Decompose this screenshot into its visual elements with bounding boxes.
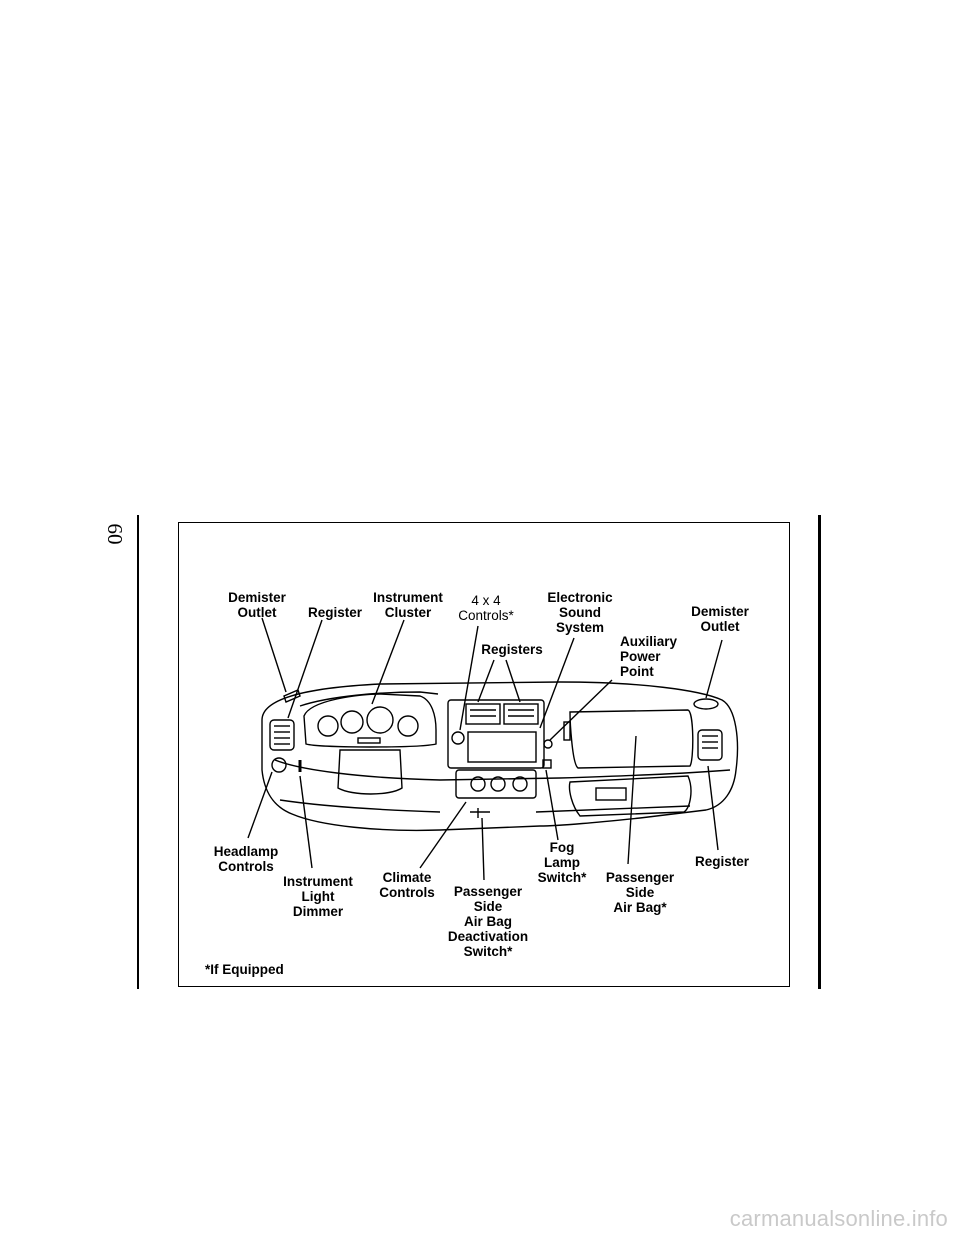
glove-box xyxy=(568,775,692,817)
label-auxiliary-power-point: Auxiliary Power Point xyxy=(620,634,678,679)
label-4x4-controls: 4 x 4 Controls* xyxy=(458,593,514,623)
right-margin-rule xyxy=(818,515,821,989)
label-fog-lamp-switch: Fog Lamp Switch* xyxy=(537,840,587,885)
left-register xyxy=(269,689,301,751)
steering-column xyxy=(337,749,403,795)
glove-box-latch xyxy=(595,787,627,801)
label-register-right: Register xyxy=(694,854,750,869)
passenger-air-bag-door xyxy=(569,709,694,769)
right-register xyxy=(693,698,723,761)
label-demister-outlet-left: Demister Outlet xyxy=(228,590,286,620)
left-margin-rule xyxy=(137,515,139,989)
label-climate-controls: Climate Controls xyxy=(379,870,435,900)
label-headlamp-controls: Headlamp Controls xyxy=(213,844,279,874)
instrument-cluster-drawing xyxy=(303,693,437,748)
label-register-left: Register xyxy=(307,605,363,620)
leader-lines xyxy=(247,617,723,881)
label-passenger-air-bag-deactivation-switch: Passenger Side Air Bag Deactivation Swit… xyxy=(447,884,529,959)
dashboard-outline xyxy=(261,681,739,832)
figure-frame xyxy=(178,522,790,987)
label-passenger-side-air-bag: Passenger Side Air Bag* xyxy=(605,870,675,915)
label-registers-center: Registers xyxy=(481,642,543,657)
label-instrument-light-dimmer: Instrument Light Dimmer xyxy=(283,874,353,919)
label-instrument-cluster: Instrument Cluster xyxy=(373,590,443,620)
headlamp-knob xyxy=(271,757,287,773)
label-electronic-sound-system: Electronic Sound System xyxy=(547,590,613,635)
footnote: *If Equipped xyxy=(205,962,284,977)
watermark: carmanualsonline.info xyxy=(729,1206,948,1231)
label-demister-outlet-right: Demister Outlet xyxy=(691,604,749,634)
center-stack-drawing xyxy=(447,699,571,818)
